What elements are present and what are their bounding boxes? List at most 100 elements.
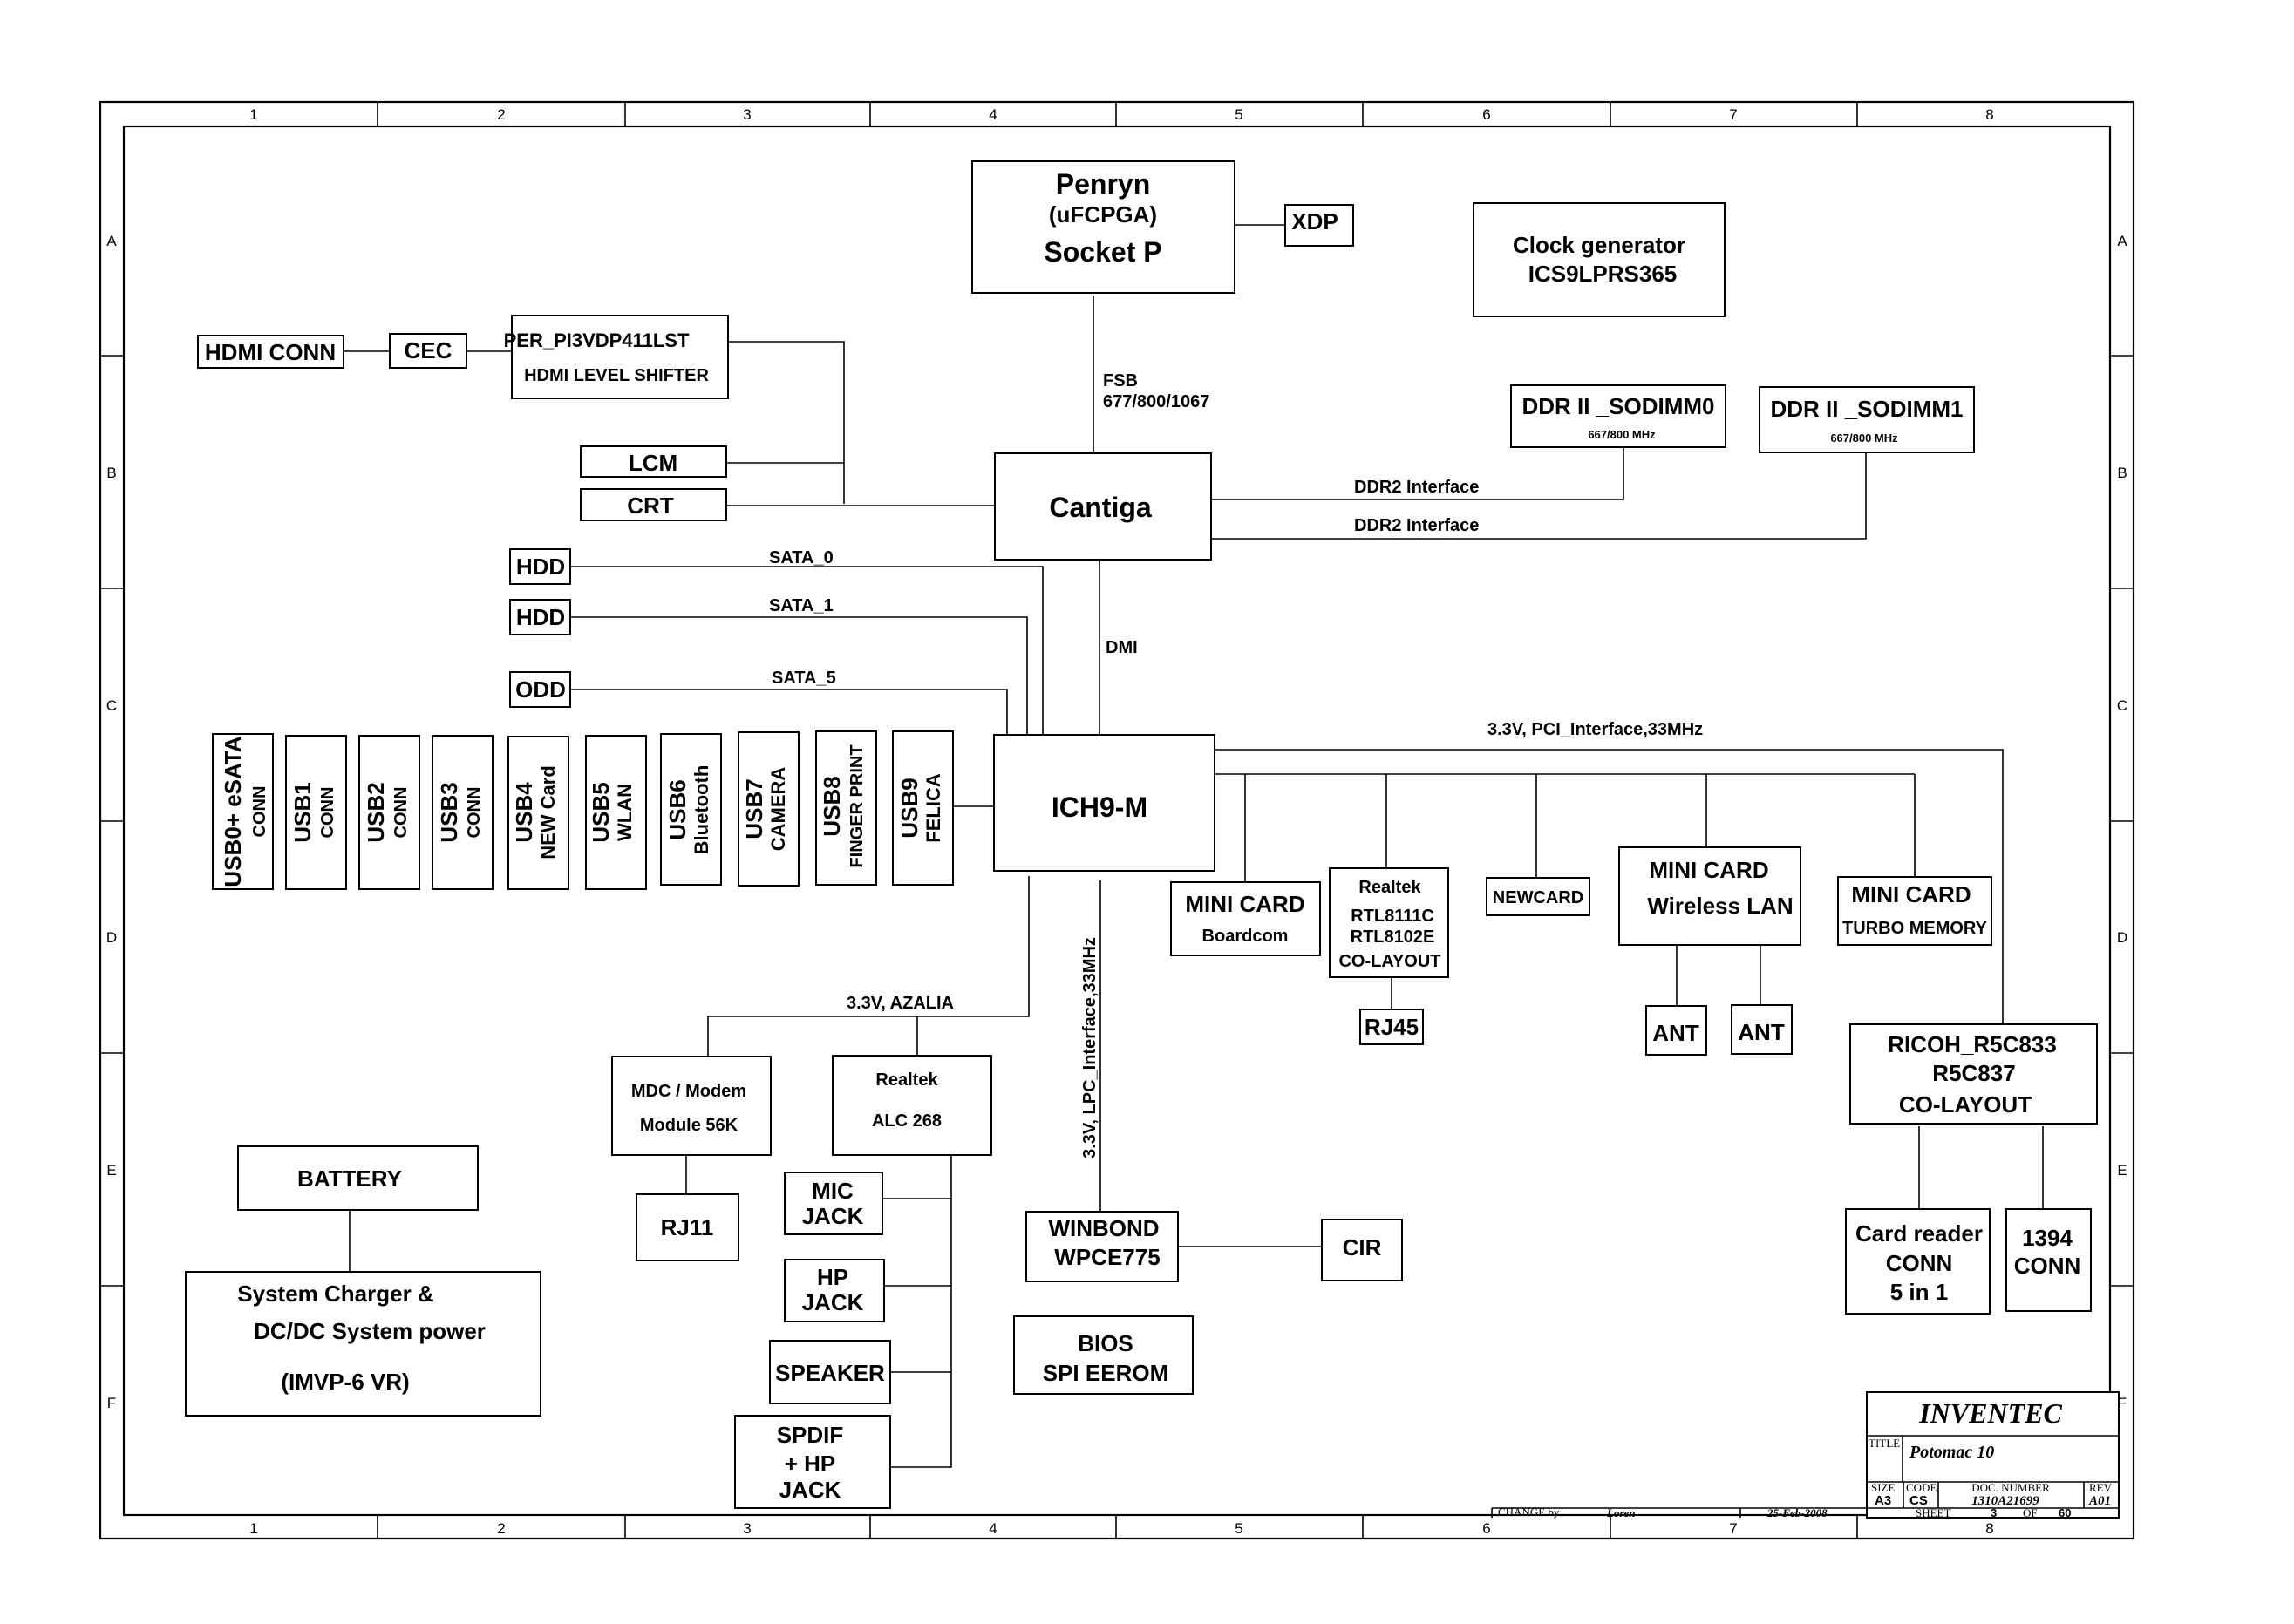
change-by-label: CHANGE by: [1498, 1505, 1560, 1519]
project-title: Potomac 10: [1909, 1443, 1994, 1462]
ich9m-block: ICH9-M: [993, 734, 1215, 872]
ieee1394-block: 1394 CONN: [2005, 1208, 2092, 1312]
title-label: TITLE: [1869, 1437, 1900, 1450]
clock-generator-block: Clock generator ICS9LPRS365: [1473, 202, 1726, 317]
sata1-label: SATA_1: [769, 596, 834, 615]
rev-label: REV: [2089, 1481, 2113, 1494]
usb5-block: USB5 WLAN: [585, 735, 647, 890]
usb2-block: USB2 CONN: [358, 735, 420, 890]
zone-row-a: A: [106, 233, 117, 249]
cantiga-block: Cantiga: [994, 452, 1212, 561]
hp-jack-line2: JACK: [802, 1289, 864, 1315]
minicard-turbo-block: MINI CARD TURBO MEMORY: [1837, 876, 1992, 946]
zone-col-3: 3: [743, 106, 751, 123]
realtek-lan-line2: RTL8111C: [1351, 907, 1434, 926]
hdd1-label: HDD: [516, 604, 565, 630]
codec-line2: ALC 268: [872, 1111, 942, 1131]
zone-row-a-right: A: [2117, 233, 2127, 249]
cpu-name: Penryn: [1056, 168, 1150, 200]
size-label: SIZE: [1871, 1481, 1896, 1494]
modem-line1: MDC / Modem: [631, 1082, 746, 1101]
crt-label: CRT: [627, 493, 674, 519]
azalia-bus-label: 3.3V, AZALIA: [847, 994, 954, 1013]
sodimm0-line1: DDR II _SODIMM0: [1521, 393, 1714, 419]
speaker-block: SPEAKER: [769, 1340, 891, 1404]
docnum-label: DOC. NUMBER: [1971, 1481, 2050, 1494]
zone-row-d: D: [106, 929, 117, 946]
usb7-line2: CAMERA: [767, 767, 789, 852]
usb4-block: USB4 NEW Card: [507, 736, 569, 890]
zone-row-d-right: D: [2117, 929, 2127, 946]
spdif-block: SPDIF + HP JACK: [734, 1415, 891, 1509]
ant2-block: ANT: [1731, 1004, 1793, 1055]
zone-col-5-bottom: 5: [1235, 1520, 1242, 1537]
usb0-line2: CONN: [250, 786, 269, 838]
card-reader-line1: Card reader: [1855, 1220, 1983, 1247]
zone-col-2: 2: [497, 106, 505, 123]
ant1-label: ANT: [1652, 1020, 1699, 1046]
winbond-block: WINBOND WPCE775: [1025, 1211, 1179, 1282]
usb9-block: USB9 FELICA: [892, 730, 954, 886]
zone-col-7: 7: [1729, 106, 1737, 123]
ddr-interface-label-1: DDR2 Interface: [1354, 478, 1479, 497]
zone-col-3-bottom: 3: [743, 1520, 751, 1537]
zone-col-5: 5: [1235, 106, 1242, 123]
sata5-label: SATA_5: [772, 669, 836, 688]
spdif-line3: JACK: [779, 1477, 841, 1503]
ieee1394-line1: 1394: [2022, 1225, 2073, 1251]
usb3-block: USB3 CONN: [432, 735, 494, 890]
minicard-boardcom-line1: MINI CARD: [1185, 891, 1304, 917]
clock-line2: ICS9LPRS365: [1528, 261, 1678, 287]
zone-col-2-bottom: 2: [497, 1520, 505, 1537]
of-label: OF: [2023, 1506, 2038, 1519]
usb0-line1: USB0+ eSATA: [220, 736, 246, 887]
zone-col-6: 6: [1482, 106, 1490, 123]
usb6-block: USB6 Bluetooth: [660, 733, 722, 886]
docnum-value: 1310A21699: [1971, 1494, 2039, 1508]
wiring: [343, 224, 2044, 1468]
realtek-lan-line1: Realtek: [1358, 878, 1421, 897]
minicard-turbo-line2: TURBO MEMORY: [1842, 919, 1988, 938]
hp-jack-line1: HP: [817, 1264, 848, 1290]
sheet-label: SHEET: [1916, 1506, 1951, 1519]
usb3-line1: USB3: [436, 782, 462, 842]
rj11-block: RJ11: [636, 1193, 739, 1261]
ricoh-line3: CO-LAYOUT: [1899, 1091, 2032, 1118]
zone-col-4-bottom: 4: [989, 1520, 997, 1537]
ant2-label: ANT: [1738, 1019, 1785, 1045]
usb6-line1: USB6: [664, 779, 691, 839]
lcm-label: LCM: [629, 450, 677, 476]
title-block: INVENTEC TITLE Potomac 10 SIZE A3 CODE C…: [1491, 1391, 2120, 1519]
charger-line3: (IMVP-6 VR): [281, 1369, 409, 1395]
sodimm1-block: DDR II _SODIMM1 667/800 MHz: [1759, 386, 1975, 453]
usb7-line1: USB7: [741, 778, 767, 839]
cantiga-label: Cantiga: [1049, 492, 1152, 523]
odd-label: ODD: [515, 676, 566, 703]
zone-row-f-right: F: [2118, 1395, 2127, 1411]
minicard-turbo-line1: MINI CARD: [1851, 881, 1971, 907]
usb2-line1: USB2: [363, 782, 389, 842]
card-reader-line3: 5 in 1: [1890, 1279, 1948, 1305]
sheet-total: 60: [2059, 1506, 2071, 1519]
ich9m-label: ICH9-M: [1052, 792, 1147, 823]
pci-bus-label: 3.3V, PCI_Interface,33MHz: [1487, 720, 1703, 739]
zone-row-e: E: [106, 1162, 116, 1179]
sodimm0-line2: 667/800 MHz: [1588, 428, 1656, 441]
newcard-block: NEWCARD: [1486, 877, 1590, 916]
minicard-wlan-line2: Wireless LAN: [1647, 893, 1793, 919]
usb8-line2: FINGER PRINT: [847, 744, 867, 867]
usb9-line2: FELICA: [922, 773, 944, 843]
spdif-line1: SPDIF: [777, 1422, 844, 1448]
change-date: 25-Feb-2008: [1766, 1506, 1828, 1519]
zone-col-7-bottom: 7: [1729, 1520, 1737, 1537]
mic-jack-line2: JACK: [802, 1203, 864, 1229]
usb7-block: USB7 CAMERA: [738, 731, 800, 887]
fsb-speed-label: 677/800/1067: [1103, 392, 1209, 411]
bus-labels: FSB 677/800/1067 DDR2 Interface DDR2 Int…: [769, 371, 1703, 1159]
hdmi-shifter-line2: HDMI LEVEL SHIFTER: [524, 366, 709, 385]
usb2-line2: CONN: [391, 787, 411, 839]
change-by-name: Loren: [1606, 1506, 1636, 1519]
ricoh-block: RICOH_R5C833 R5C837 CO-LAYOUT: [1849, 1023, 2098, 1125]
